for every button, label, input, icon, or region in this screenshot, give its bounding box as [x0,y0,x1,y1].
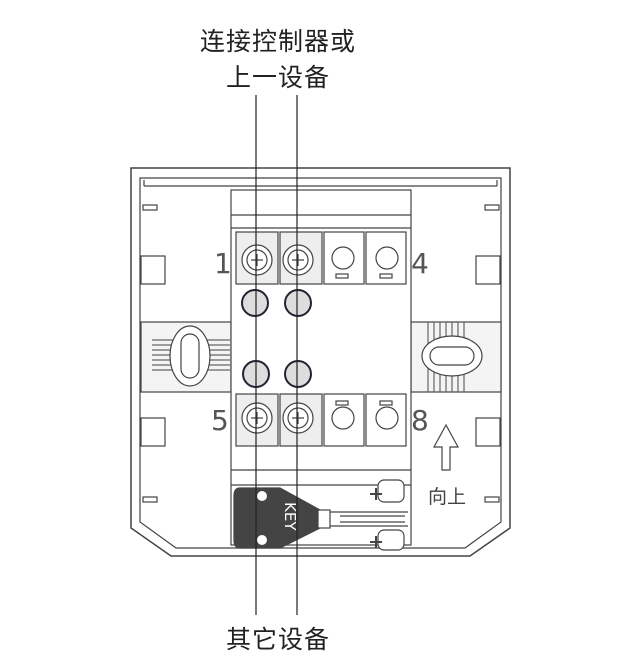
top-label-line2: 上一设备 [225,63,330,92]
bottom-label: 其它设备 [225,625,330,654]
bottom-terminals [235,393,407,447]
right-cable-clamp [410,321,502,393]
up-arrow-icon [432,423,460,471]
mounting-tabs [140,204,501,503]
key-label: KEY [281,502,299,531]
top-label-line1: 连接控制器或 [199,27,356,56]
top-terminals [235,231,407,285]
housing-inner [139,177,502,549]
terminal-number-1: 1 [214,247,232,280]
up-label: 向上 [428,486,466,508]
terminal-number-4: 4 [411,247,429,280]
left-cable-clamp [140,321,232,393]
terminal-number-8: 8 [411,404,429,437]
terminal-number-5: 5 [211,404,229,437]
